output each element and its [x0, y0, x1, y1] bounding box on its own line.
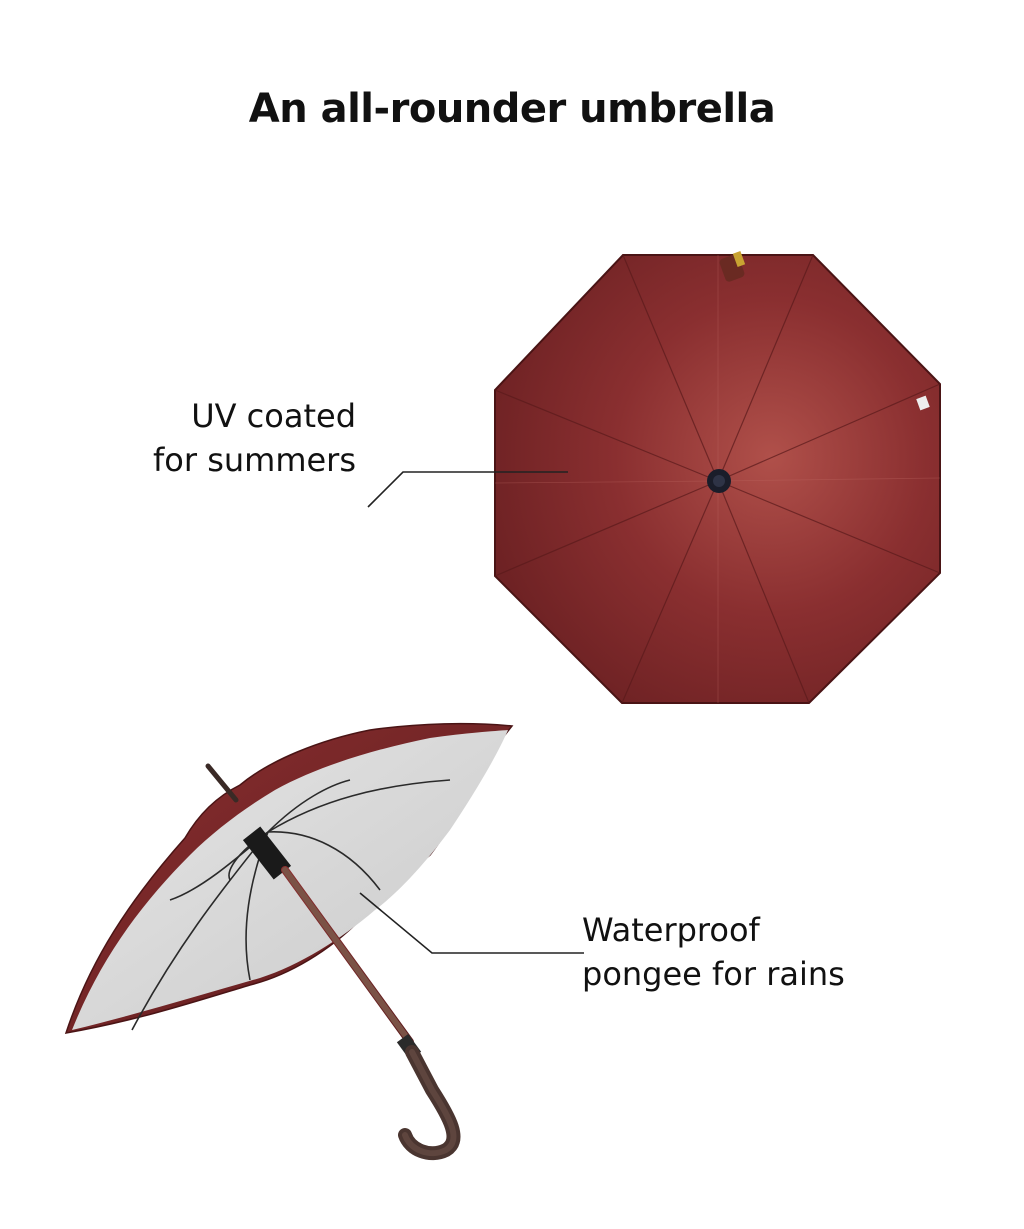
waterproof-callout-line-2: pongee for rains [582, 955, 845, 993]
uv-callout-line [367, 471, 568, 508]
waterproof-callout: Waterproof pongee for rains [582, 908, 845, 996]
uv-callout-line-2: for summers [153, 441, 356, 479]
page-title: An all-rounder umbrella [248, 86, 776, 132]
uv-callout-line-1: UV coated [191, 397, 356, 435]
waterproof-callout-line [359, 892, 584, 954]
umbrella-side-view-icon [64, 722, 514, 1161]
waterproof-callout-line-1: Waterproof [582, 911, 760, 949]
umbrella-top-view-icon [494, 251, 941, 704]
uv-coated-callout: UV coated for summers [100, 394, 356, 482]
